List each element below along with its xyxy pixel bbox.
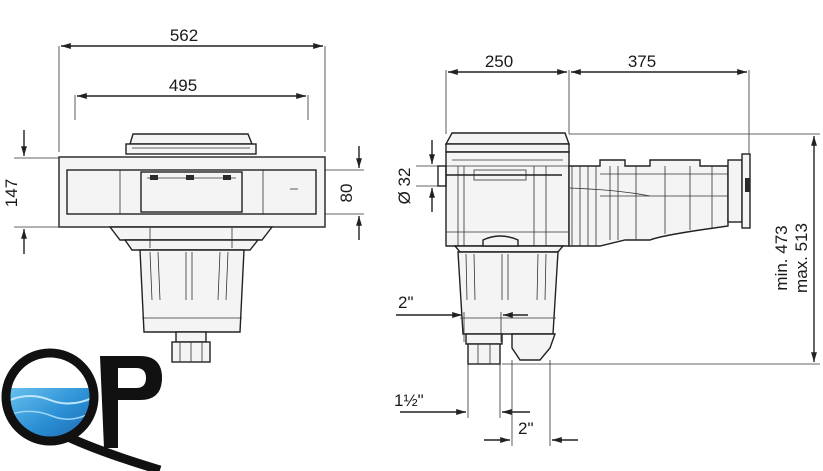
dimension-height-overall: 147: [2, 130, 62, 254]
dimension-width-overall: 562: [58, 26, 326, 152]
side-body: [445, 151, 570, 247]
dimension-pipe-diameter: Ø 32: [395, 140, 447, 212]
width-overall-label: 562: [170, 26, 198, 45]
dimension-outlet-bottom-right: 2": [484, 360, 578, 446]
install-height-max-label: max. 513: [792, 223, 811, 293]
front-view: 562 495 147 80: [2, 26, 364, 363]
dimension-width-inner: 495: [74, 76, 309, 120]
width-inner-label: 495: [169, 76, 197, 95]
outlet-bottom-right-label: 2": [518, 419, 534, 438]
depth-extension-label: 375: [628, 52, 656, 71]
dimension-outlet-top: 2": [396, 293, 528, 342]
pipe-diameter-label: Ø 32: [395, 168, 414, 205]
side-lid: [444, 132, 570, 153]
outlet-bottom-left-label: 1½": [394, 391, 424, 410]
side-view: 250 375: [394, 52, 820, 446]
depth-body-label: 250: [485, 52, 513, 71]
skimmer-outlet: [171, 331, 211, 363]
side-outlets: [465, 333, 556, 365]
dimension-outlet-bottom-left: 1½": [394, 364, 530, 418]
mouth-height-label: 80: [337, 184, 356, 203]
height-overall-label: 147: [2, 179, 21, 207]
side-extension-tube: [568, 159, 729, 247]
outlet-top-label: 2": [398, 293, 414, 312]
side-basket: [457, 251, 559, 335]
dimension-install-height: min. 473 max. 513: [502, 133, 820, 365]
skimmer-lid: [125, 133, 257, 155]
skimmer-faceplate: [58, 156, 326, 228]
skimmer-basket-body: [139, 249, 245, 333]
dimension-depth: 250 375: [445, 52, 750, 158]
install-height-min-label: min. 473: [772, 225, 791, 290]
skimmer-neck: [108, 226, 274, 251]
qp-logo: QP: [1, 348, 162, 471]
side-wall-flange: [727, 153, 751, 229]
